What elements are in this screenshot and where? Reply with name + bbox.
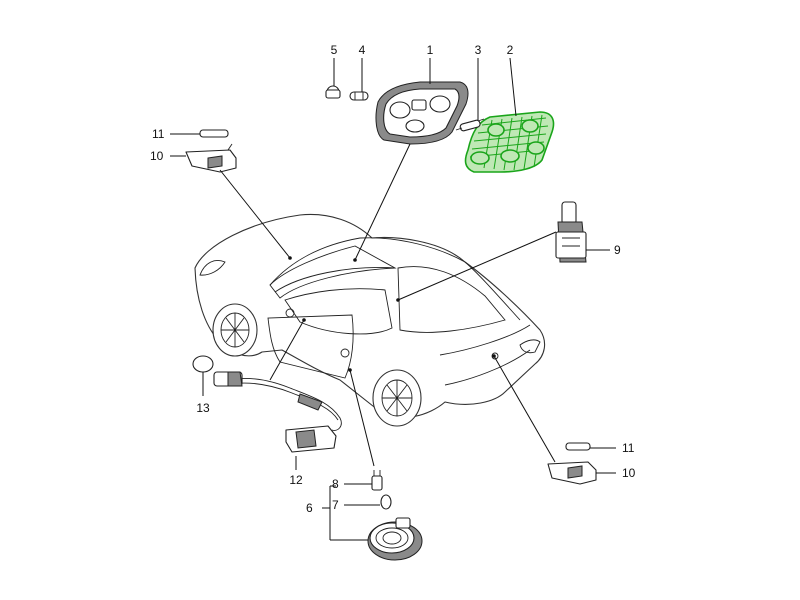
part-9-lamp-socket xyxy=(555,201,587,263)
callout-10-upper: 10 xyxy=(150,149,164,163)
callout-13: 13 xyxy=(196,401,210,415)
part-10-lamp-housing-lower xyxy=(547,461,597,485)
part-8-wedge-bulb xyxy=(371,470,383,491)
part-5-wedge-bulb xyxy=(325,85,341,99)
part-2-lens-panel-highlighted xyxy=(464,111,555,173)
part-1-console-frame xyxy=(375,81,469,145)
callout-2: 2 xyxy=(507,43,514,57)
part-7-small-bulb xyxy=(380,494,392,510)
part-11-festoon-bulb-upper xyxy=(199,129,229,138)
callout-8: 8 xyxy=(332,477,339,491)
callout-3: 3 xyxy=(475,43,482,57)
part-11-festoon-bulb-lower xyxy=(565,442,591,451)
car-body xyxy=(194,213,546,427)
callout-1: 1 xyxy=(427,43,434,57)
part-13-door-switch xyxy=(192,355,243,387)
part-10-lamp-housing-upper xyxy=(185,143,237,173)
part-12-door-lamp-assembly xyxy=(229,377,342,453)
callout-9: 9 xyxy=(614,243,621,257)
callout-5: 5 xyxy=(331,43,338,57)
callout-7: 7 xyxy=(332,498,339,512)
callout-4: 4 xyxy=(359,43,366,57)
part-4-capsule-bulb xyxy=(349,91,369,101)
callout-6: 6 xyxy=(306,501,313,515)
callout-11-lower: 11 xyxy=(622,441,635,455)
part-6-round-lamp xyxy=(367,517,423,561)
callout-12: 12 xyxy=(289,473,303,487)
part-3-festoon-bulb xyxy=(455,118,485,132)
leader-lines xyxy=(170,57,616,541)
callout-labels: 1 2 3 4 5 11 10 9 11 10 12 13 8 7 6 xyxy=(150,43,636,515)
callout-11-upper: 11 xyxy=(152,127,165,141)
callout-10-lower: 10 xyxy=(622,466,636,480)
